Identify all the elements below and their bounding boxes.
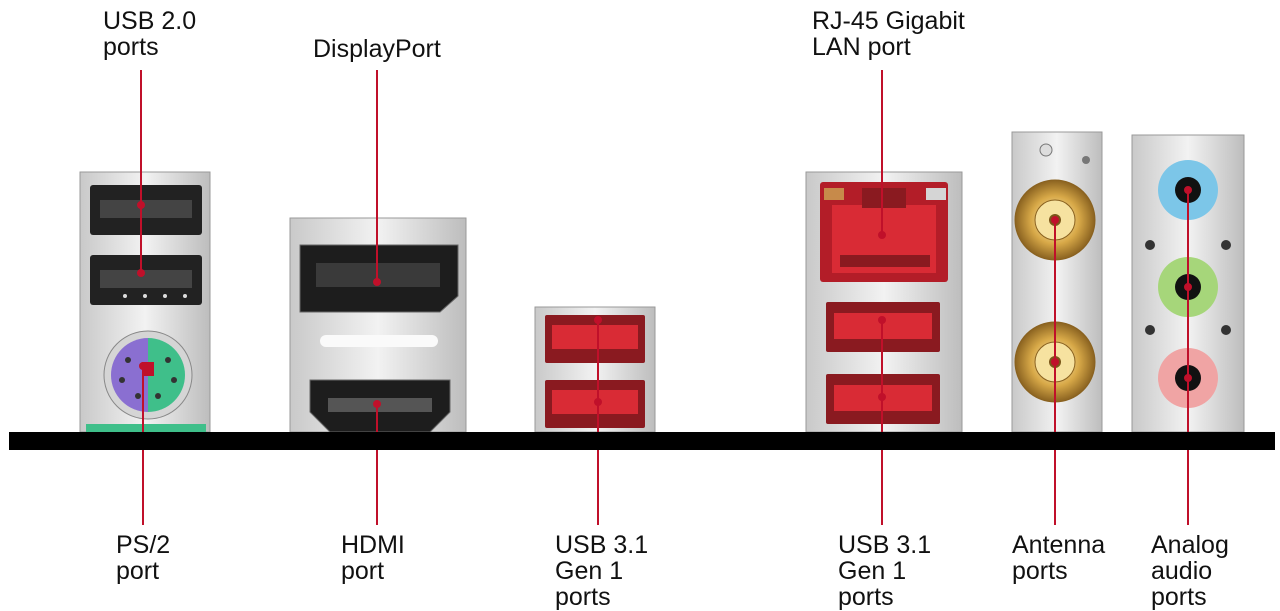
label-hdmi-port: HDMI port — [341, 531, 405, 585]
displayport-port — [299, 244, 459, 313]
label-antenna-ports: Antenna ports — [1012, 531, 1106, 585]
label-ps2-port: PS/2 port — [116, 531, 171, 585]
label-rj45-lan-port: RJ-45 Gigabit LAN port — [812, 7, 965, 61]
usb20-port-top — [90, 185, 202, 235]
usb20-ps2-housing — [79, 171, 211, 433]
label-usb31-ports-left: USB 3.1 Gen 1 ports — [555, 531, 649, 611]
label-usb20-ports: USB 2.0 ports — [103, 7, 197, 61]
usb31-housing-left — [534, 306, 656, 433]
label-usb31-ports-right: USB 3.1 Gen 1 ports — [838, 531, 932, 611]
ps2-port — [103, 330, 193, 420]
label-displayport: DisplayPort — [313, 35, 441, 63]
usb20-port-bottom — [90, 255, 202, 305]
antenna-bracket — [1011, 131, 1103, 433]
usb31-port-a1 — [545, 315, 645, 363]
io-shield-bar — [9, 432, 1275, 450]
label-analog-audio-ports: Analog audio ports — [1151, 531, 1229, 611]
lan-usb31-housing — [805, 171, 963, 433]
